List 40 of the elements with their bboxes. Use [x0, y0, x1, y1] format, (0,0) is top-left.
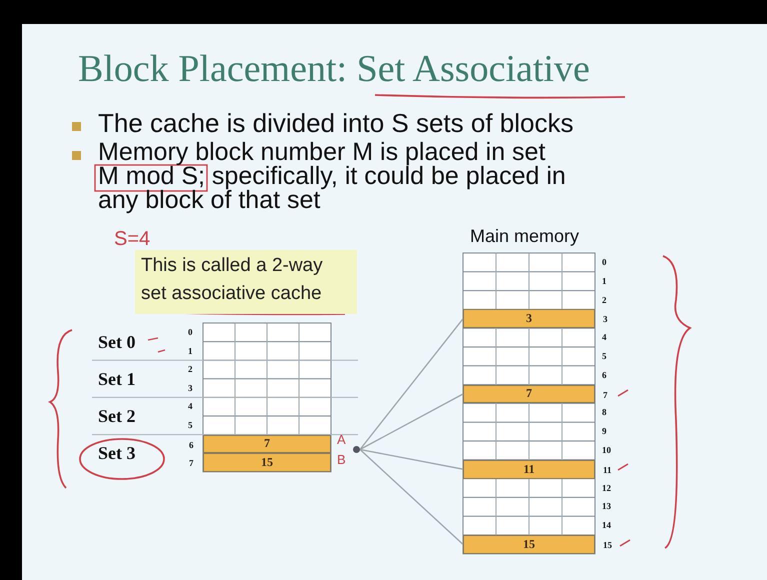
connector-line — [360, 448, 464, 470]
row-number: 1 — [188, 346, 192, 356]
slide-title: Block Placement: Set Associative — [78, 47, 590, 91]
row-number: 2 — [188, 364, 192, 374]
row-number: 6 — [189, 440, 194, 450]
row-number: 9 — [602, 426, 606, 436]
row-number: 4 — [188, 401, 192, 412]
row-number: 14 — [602, 520, 611, 530]
connector-line — [360, 393, 464, 450]
set-label: Set 2 — [98, 406, 136, 427]
handwritten-note: S=4 — [114, 228, 150, 251]
set-label: Set 1 — [98, 368, 136, 390]
memory-heading: Main memory — [470, 226, 580, 247]
set-label: Set 3 — [98, 443, 136, 464]
callout-note: This is called a 2-way set associative cache — [135, 250, 357, 314]
row-number: 5 — [602, 351, 606, 361]
row-number: 7 — [603, 390, 608, 400]
row-number: 15 — [603, 540, 612, 550]
bullet-text: The cache is divided into S sets of blocks — [98, 108, 574, 139]
handwritten-note: A — [337, 432, 346, 447]
row-number: 6 — [602, 370, 606, 380]
row-number: 0 — [188, 327, 192, 337]
row-number: 3 — [603, 314, 608, 324]
row-number: 5 — [188, 420, 192, 430]
connector-line — [359, 318, 464, 450]
connector-line — [360, 449, 464, 545]
row-number: 13 — [602, 501, 611, 512]
row-number: 12 — [602, 482, 611, 493]
row-number: 8 — [602, 407, 606, 418]
row-number: 10 — [602, 445, 611, 455]
row-number: 1 — [602, 276, 606, 286]
bullet-text: Memory block number M is placed in set M mod S; specifically, it could be placed in any block of that set — [98, 140, 567, 212]
set-label: Set 0 — [98, 332, 136, 353]
handwritten-note: B — [337, 452, 346, 467]
row-number: 0 — [602, 257, 606, 267]
row-number: 11 — [603, 464, 612, 475]
row-number: 2 — [602, 294, 606, 305]
row-number: 4 — [602, 332, 606, 342]
row-number: 3 — [188, 382, 192, 393]
row-number: 7 — [189, 458, 194, 468]
